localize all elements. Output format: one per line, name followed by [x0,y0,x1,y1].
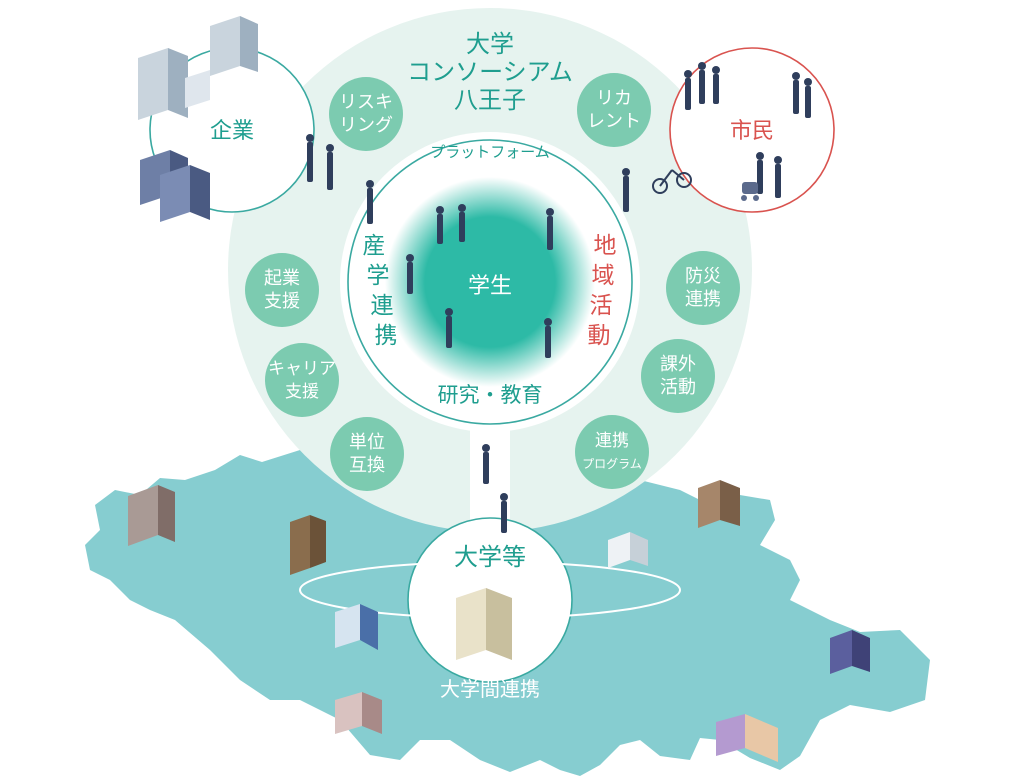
bubble-startup-support: 起業 支援 [245,253,319,327]
citizens-label: 市民 [730,119,774,144]
companies-label: 企業 [210,119,254,144]
bubble-credit-exchange: 単位 互換 [330,417,404,491]
svg-text:課外: 課外 [660,354,696,375]
bubble-collaboration-program: 連携 プログラム [575,415,649,489]
person-icon [306,62,812,533]
stroller-icon [741,182,759,201]
svg-text:携: 携 [375,323,398,349]
cyclist-icon [652,169,692,194]
office-building-icon [290,515,326,575]
office-building-icon [138,16,258,120]
svg-text:支援: 支援 [264,291,300,312]
svg-text:防災: 防災 [685,266,721,287]
student-label: 学生 [468,274,512,299]
companies-corridor [296,130,380,225]
svg-text:学: 学 [367,263,390,289]
svg-text:活動: 活動 [660,377,696,398]
consortium-title-line2: コンソーシアム [407,58,573,86]
platform-ring [347,139,633,425]
svg-text:プログラム: プログラム [582,457,642,471]
consortium-title-line3: 八王子 [454,86,526,114]
svg-text:リカ: リカ [596,88,632,109]
svg-text:起業: 起業 [264,268,300,289]
regional-activity-label: 地 域 活 動 [588,233,617,349]
office-building-icon [716,714,778,762]
svg-text:単位: 単位 [349,432,385,453]
citizens-corridor [620,140,688,210]
inter-university-label: 大学間連携 [440,677,540,701]
office-building-icon [608,532,648,568]
svg-text:連携: 連携 [685,289,721,310]
svg-text:リング: リング [339,115,393,136]
bubble-disaster-prevention: 防災 連携 [666,251,740,325]
svg-text:産: 産 [363,233,386,259]
bubble-extracurricular: 課外 活動 [641,339,715,413]
research-education-label: 研究・教育 [438,383,543,407]
svg-text:リスキ: リスキ [339,92,393,113]
office-building-icon [456,588,512,660]
svg-text:地: 地 [594,233,617,259]
svg-text:キャリア: キャリア [268,359,336,379]
svg-text:連: 連 [371,293,394,319]
svg-text:動: 動 [588,323,611,349]
svg-text:支援: 支援 [285,382,319,402]
universities-label: 大学等 [454,543,526,571]
svg-text:互換: 互換 [349,455,385,476]
svg-text:連携: 連携 [595,431,629,451]
bubble-recurrent: リカ レント [577,73,651,147]
svg-text:レント: レント [587,111,641,132]
bubble-career-support: キャリア 支援 [265,343,339,417]
platform-label: プラットフォーム [430,143,550,161]
office-building-icon [698,480,740,528]
svg-text:域: 域 [592,263,615,289]
consortium-title-line1: 大学 [466,30,514,58]
office-building-icon [335,692,382,734]
svg-text:活: 活 [590,293,613,319]
industry-academia-label: 産 学 連 携 [363,233,398,349]
office-building-icon [830,630,870,674]
office-building-icon [140,150,210,222]
office-building-icon [335,604,378,650]
office-building-icon [128,485,175,546]
bubble-reskilling: リスキ リング [329,77,403,151]
